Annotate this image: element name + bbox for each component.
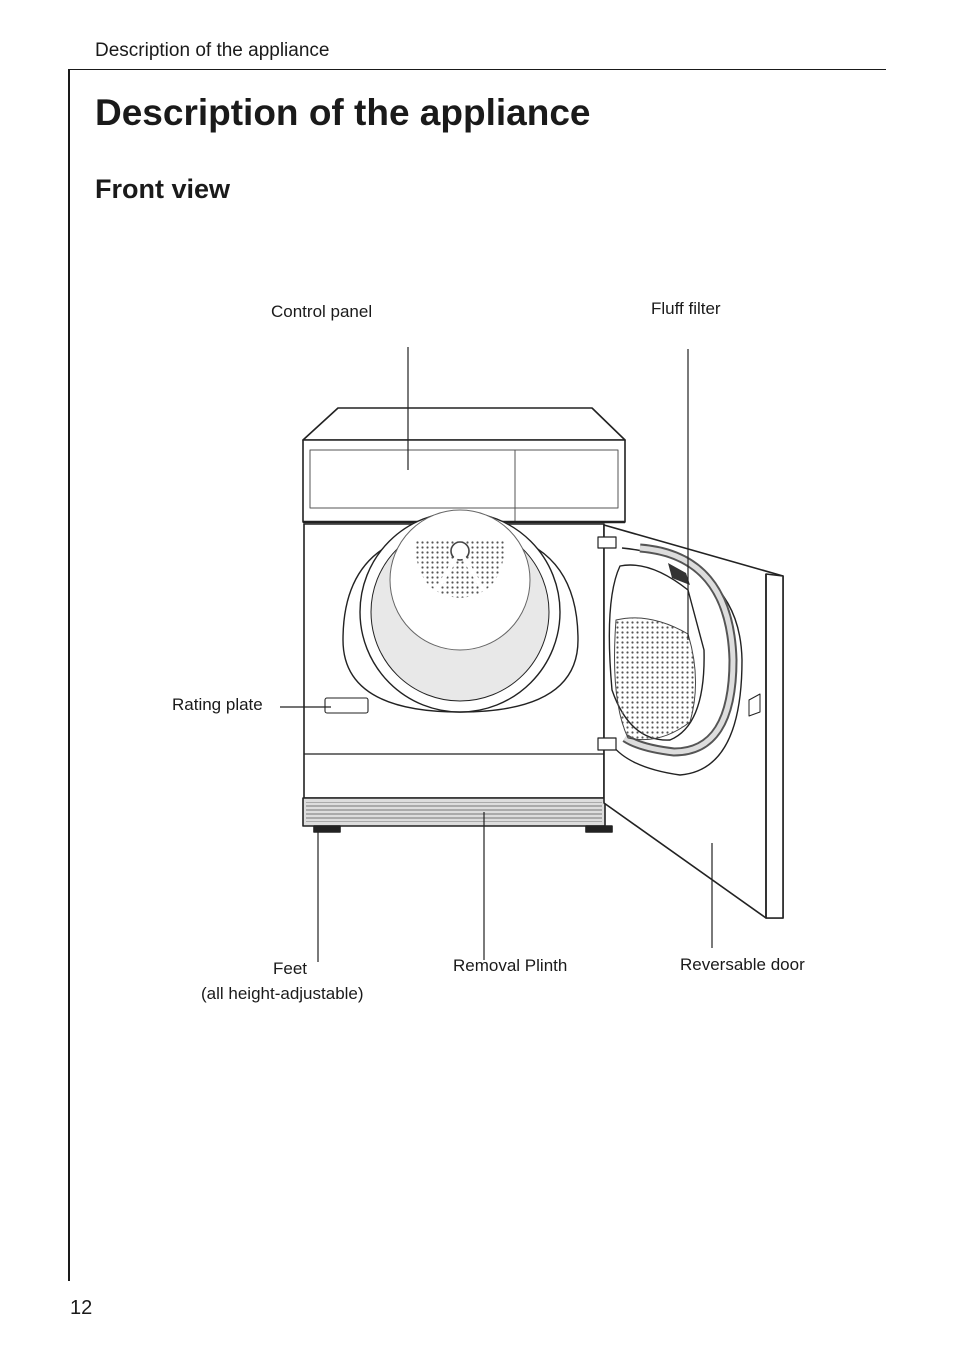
leader-lines [280,347,713,962]
dryer-cabinet [302,407,626,833]
label-feet-note: (all height-adjustable) [201,984,364,1003]
header-rule [68,69,886,70]
label-feet: Feet [273,959,308,978]
margin-rule [68,69,70,1281]
label-control-panel: Control panel [271,302,373,321]
page-title: Description of the appliance [95,92,591,133]
label-reversable-door: Reversable door [680,955,805,974]
page-number: 12 [70,1297,93,1319]
open-door [597,524,784,919]
running-header: Description of the appliance [95,40,330,61]
label-rating-plate: Rating plate [172,695,263,714]
section-subtitle: Front view [95,174,231,204]
label-removal-plinth: Removal Plinth [453,956,568,975]
label-fluff-filter: Fluff filter [651,299,721,318]
